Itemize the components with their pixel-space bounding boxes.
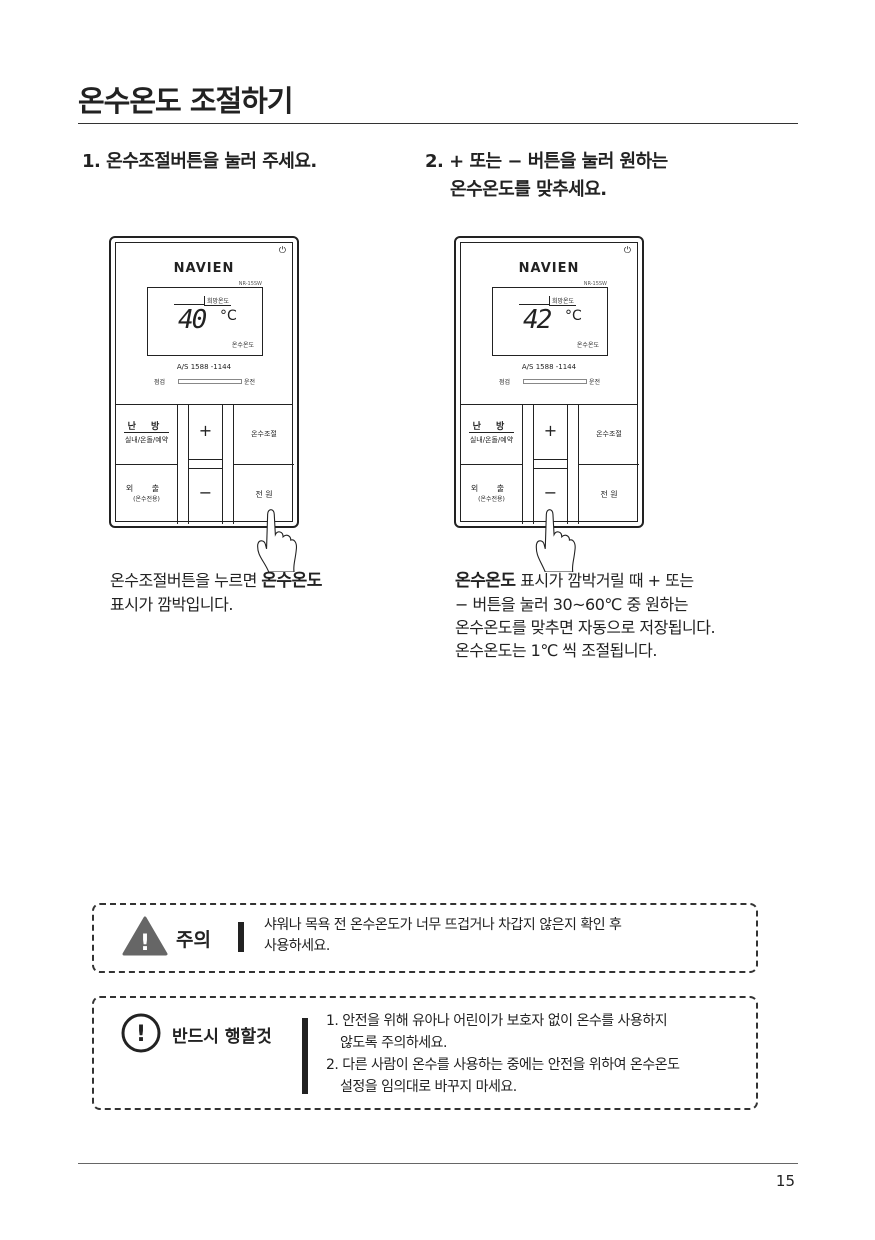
key-separator: [534, 459, 568, 469]
key-gap: [223, 405, 234, 524]
step-2-line2: 온수온도를 맞추세요.: [450, 179, 607, 200]
lamp-check-label: 점검: [499, 379, 511, 386]
brand-logo: NAVIEN: [173, 261, 235, 276]
model-label: NR-15SW: [583, 281, 607, 287]
as-phone: A/S 1588 -1144: [521, 363, 577, 371]
hotwater-key[interactable]: 온수조절: [234, 405, 294, 465]
lamp-run-label: 운전: [589, 379, 601, 386]
mandatory-label: 반드시 행할것: [172, 1027, 272, 1047]
step-2: 2. + 또는 − 버튼을 눌러 원하는 온수온도를 맞추세요.: [425, 148, 668, 204]
minus-key[interactable]: −: [189, 469, 223, 524]
status-lamp: [178, 379, 242, 384]
caution-box: ! 주의 샤워나 목욕 전 온수온도가 너무 뜨겁거나 차갑지 않은지 확인 후…: [92, 903, 758, 973]
lcd-temperature: 40: [178, 305, 207, 335]
page-title: 온수온도 조절하기: [78, 84, 294, 118]
plus-key[interactable]: +: [534, 405, 568, 459]
hotwater-key[interactable]: 온수조절: [579, 405, 639, 465]
power-icon: ⏻: [623, 246, 631, 256]
lcd-unit: °C: [565, 308, 582, 324]
key-gap: [523, 405, 534, 524]
lcd-display: 희망온도 42 °C 온수온도: [492, 287, 608, 356]
brand-logo: NAVIEN: [518, 261, 580, 276]
lamp-run-label: 운전: [244, 379, 256, 386]
status-lamp: [523, 379, 587, 384]
power-icon: ⏻: [278, 246, 286, 256]
lcd-temperature: 42: [523, 305, 552, 335]
power-key[interactable]: 전 원: [255, 490, 273, 499]
as-phone: A/S 1588 -1144: [176, 363, 232, 371]
lamp-check-label: 점검: [154, 379, 166, 386]
key-gap: [178, 405, 189, 524]
title-divider: [78, 123, 798, 124]
step-2-line1: 2. + 또는 − 버튼을 눌러 원하는: [425, 151, 668, 172]
warning-triangle-icon: !: [122, 916, 168, 956]
model-label: NR-15SW: [238, 281, 262, 287]
key-separator: [189, 459, 223, 469]
step-1-description: 온수조절버튼을 누르면 온수온도 표시가 깜박입니다.: [110, 571, 322, 614]
step-1: 1. 온수조절버튼을 눌러 주세요.: [82, 151, 317, 172]
controller-illustration-left: ⏻ NAVIEN NR-15SW 희망온도 40 °C 온수온도 A/S 158…: [109, 236, 299, 528]
lcd-mode-label: 온수온도: [576, 342, 599, 349]
key-gap: [568, 405, 579, 524]
svg-text:!: !: [140, 931, 150, 956]
lcd-unit: °C: [220, 308, 237, 324]
power-key[interactable]: 전 원: [600, 490, 618, 499]
hand-pointer-icon: [535, 509, 576, 572]
mandatory-divider: [302, 1018, 308, 1094]
caution-label: 주의: [176, 929, 211, 951]
plus-key[interactable]: +: [189, 405, 223, 459]
mandatory-box: ! 반드시 행할것 1. 안전을 위해 유아나 어린이가 보호자 없이 온수를 …: [92, 996, 758, 1110]
away-key[interactable]: 외 출(온수전용): [116, 465, 178, 524]
mandatory-exclamation-icon: !: [121, 1013, 161, 1053]
footer-divider: [78, 1163, 798, 1164]
svg-text:!: !: [136, 1022, 146, 1047]
lcd-set-label: 희망온도: [549, 296, 577, 306]
away-key[interactable]: 외 출(온수전용): [461, 465, 523, 524]
caution-divider: [238, 922, 244, 952]
page-number: 15: [775, 1172, 795, 1190]
minus-key[interactable]: −: [534, 469, 568, 524]
hand-pointer-icon: [257, 509, 298, 572]
step-2-description: 온수온도 표시가 깜박거릴 때 + 또는 − 버튼을 눌러 30~60℃ 중 원…: [455, 571, 716, 660]
lcd-display: 희망온도 40 °C 온수온도: [147, 287, 263, 356]
lcd-mode-label: 온수온도: [231, 342, 254, 349]
controller-illustration-right: ⏻ NAVIEN NR-15SW 희망온도 42 °C 온수온도 A/S 158…: [454, 236, 644, 528]
lcd-set-label: 희망온도: [204, 296, 232, 306]
